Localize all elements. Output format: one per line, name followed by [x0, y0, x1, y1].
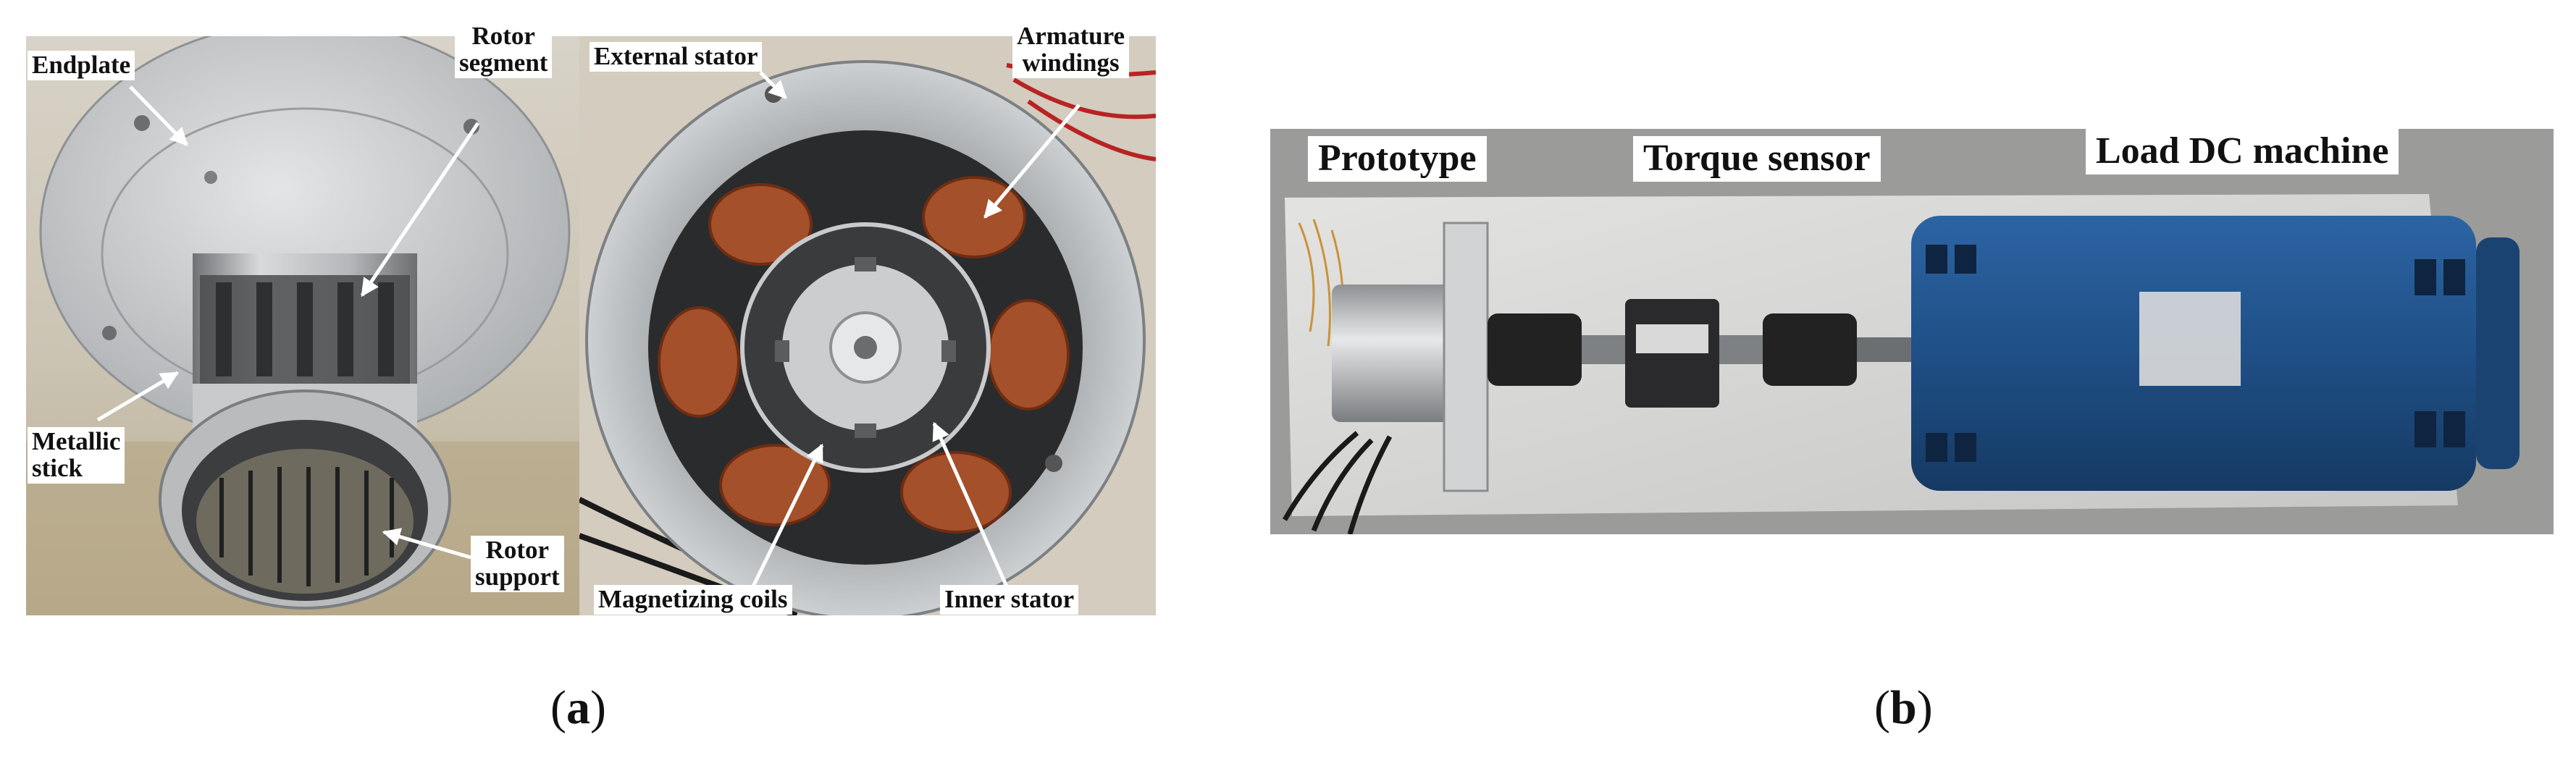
label-rotor-segment-line-2: segment: [459, 48, 548, 77]
caption-b-letter: b: [1889, 681, 1917, 734]
label-rotor-support: Rotor support: [471, 536, 564, 592]
caption-b: (b): [1874, 681, 1933, 736]
label-load-dc-machine: Load DC machine: [2086, 129, 2399, 174]
label-rotor-segment-line-1: Rotor: [471, 22, 535, 50]
rotor-assembly-drawing: [26, 36, 579, 615]
label-metallic-stick-line-1: Metallic: [32, 427, 121, 455]
caption-a: (a): [550, 681, 606, 736]
caption-a-open: (: [550, 681, 566, 734]
rotor-assembly-photo: [26, 36, 579, 615]
label-rotor-segment: Rotor segment: [455, 22, 553, 78]
label-rotor-support-line-2: support: [475, 562, 560, 591]
label-magnetizing-coils: Magnetizing coils: [594, 585, 792, 615]
caption-a-close: ): [590, 681, 606, 734]
label-external-stator: External stator: [590, 42, 763, 72]
caption-a-letter: a: [566, 681, 590, 734]
label-metallic-stick: Metallic stick: [28, 427, 125, 484]
caption-b-open: (: [1874, 681, 1890, 734]
label-armature-windings: Armature windings: [1012, 22, 1130, 78]
label-armature-windings-line-2: windings: [1022, 48, 1120, 77]
label-rotor-support-line-1: Rotor: [485, 536, 550, 564]
label-prototype: Prototype: [1308, 136, 1487, 182]
label-torque-sensor: Torque sensor: [1633, 136, 1881, 182]
label-armature-windings-line-1: Armature: [1017, 22, 1125, 50]
caption-b-close: ): [1916, 681, 1933, 734]
label-endplate: Endplate: [28, 51, 135, 80]
stator-photo: [579, 36, 1156, 615]
label-metallic-stick-line-2: stick: [32, 453, 83, 482]
label-inner-stator: Inner stator: [940, 585, 1079, 615]
test-bench-drawing: [1270, 129, 2554, 534]
stator-drawing: [579, 36, 1156, 615]
test-bench-photo: [1270, 129, 2554, 534]
